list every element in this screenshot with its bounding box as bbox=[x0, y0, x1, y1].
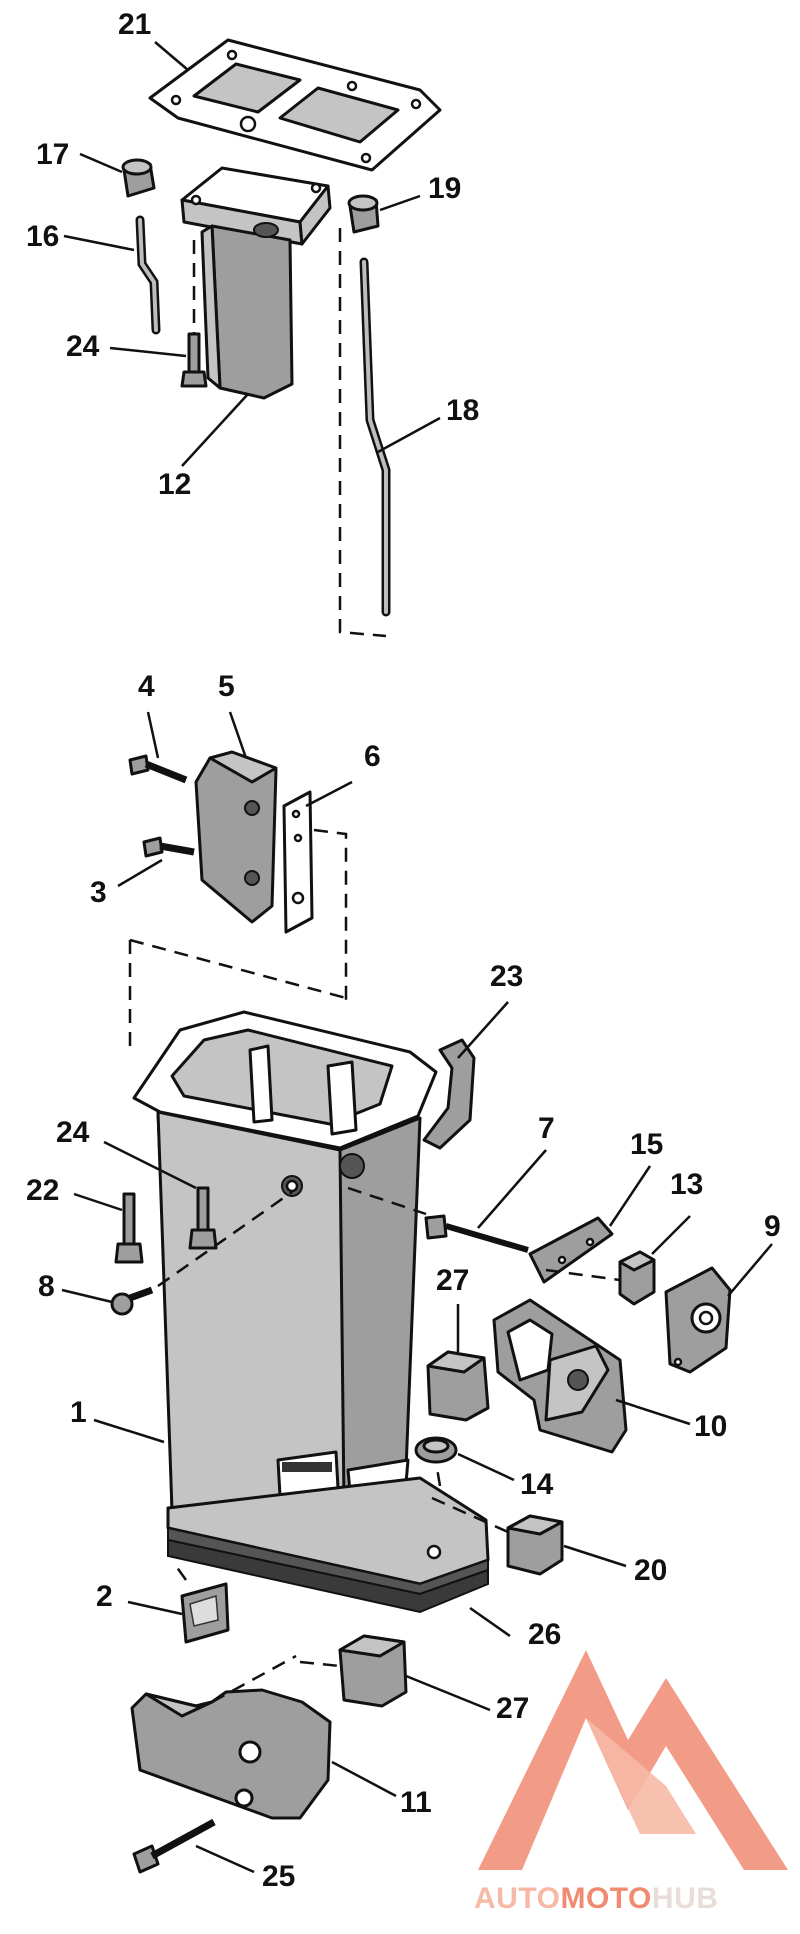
part-14-grommet bbox=[414, 1436, 458, 1487]
callout-15: 15 bbox=[630, 1128, 664, 1161]
automotohub-logo-watermark bbox=[478, 1650, 788, 1870]
callout-21: 21 bbox=[118, 8, 152, 41]
part-15-plate bbox=[528, 1216, 614, 1284]
part-5-cover bbox=[194, 750, 278, 924]
callout-27-lower: 27 bbox=[496, 1692, 530, 1725]
callout-22: 22 bbox=[26, 1174, 60, 1207]
callout-5: 5 bbox=[218, 670, 235, 703]
callout-1: 1 bbox=[70, 1396, 87, 1429]
part-1-driveshaft-housing bbox=[132, 1010, 490, 1596]
part-17-grommet bbox=[121, 158, 156, 198]
watermark-auto: AUTO bbox=[474, 1882, 561, 1915]
callout-23: 23 bbox=[490, 960, 524, 993]
callout-17: 17 bbox=[36, 138, 70, 171]
part-27-pad-lower bbox=[299, 1634, 408, 1708]
part-2-decal bbox=[174, 1565, 230, 1644]
callout-13: 13 bbox=[670, 1168, 704, 1201]
part-10-mount bbox=[492, 1298, 628, 1454]
callout-11: 11 bbox=[400, 1786, 432, 1819]
part-27-pad-upper bbox=[426, 1350, 490, 1422]
callout-25: 25 bbox=[262, 1860, 296, 1893]
part-26-seal bbox=[167, 1538, 489, 1614]
part-11-lower-cap bbox=[130, 1654, 332, 1820]
callout-26: 26 bbox=[528, 1618, 562, 1651]
callout-24-upper: 24 bbox=[66, 330, 100, 363]
callout-16: 16 bbox=[26, 220, 60, 253]
part-21-gasket bbox=[148, 38, 442, 172]
part-3-screw bbox=[142, 836, 195, 858]
watermark-hub: HUB bbox=[651, 1882, 719, 1915]
part-24-bolt-upper bbox=[180, 240, 208, 388]
part-23-bracket bbox=[422, 1038, 476, 1150]
part-19-grommet bbox=[347, 194, 380, 234]
part-8-screw bbox=[110, 1190, 293, 1316]
part-13-pad bbox=[545, 1250, 656, 1306]
dash-cover-link-b bbox=[129, 938, 347, 1000]
part-24-bolt-lower bbox=[188, 1186, 218, 1250]
watermark-text: AUTOMOTOHUB bbox=[474, 1882, 718, 1916]
callout-2: 2 bbox=[96, 1580, 113, 1613]
callout-10: 10 bbox=[694, 1410, 728, 1443]
callout-9: 9 bbox=[764, 1210, 781, 1243]
part-4-screw bbox=[128, 754, 188, 784]
part-6-gasket bbox=[282, 790, 348, 1002]
leader-lines bbox=[61, 41, 773, 1874]
callout-19: 19 bbox=[428, 172, 462, 205]
callout-27-upper: 27 bbox=[436, 1264, 470, 1297]
callout-4: 4 bbox=[138, 670, 155, 703]
callout-6: 6 bbox=[364, 740, 381, 773]
callout-20: 20 bbox=[634, 1554, 668, 1587]
callout-14: 14 bbox=[520, 1468, 554, 1501]
callout-12: 12 bbox=[158, 468, 192, 501]
callout-18: 18 bbox=[446, 394, 480, 427]
part-16-water-tube bbox=[135, 215, 161, 335]
callout-24-lower: 24 bbox=[56, 1116, 90, 1149]
part-20-pad bbox=[431, 1496, 564, 1576]
part-22-bolt bbox=[114, 1192, 144, 1264]
callout-7: 7 bbox=[538, 1112, 555, 1145]
part-7-bolt bbox=[347, 1186, 529, 1253]
callout-8: 8 bbox=[38, 1270, 55, 1303]
part-12-exhaust-housing bbox=[180, 166, 332, 400]
watermark-moto: MOTO bbox=[560, 1882, 652, 1915]
part-25-bolt bbox=[132, 1818, 216, 1874]
part-9-bracket bbox=[664, 1266, 732, 1374]
part-18-water-tube bbox=[338, 228, 391, 638]
callout-3: 3 bbox=[90, 876, 107, 909]
